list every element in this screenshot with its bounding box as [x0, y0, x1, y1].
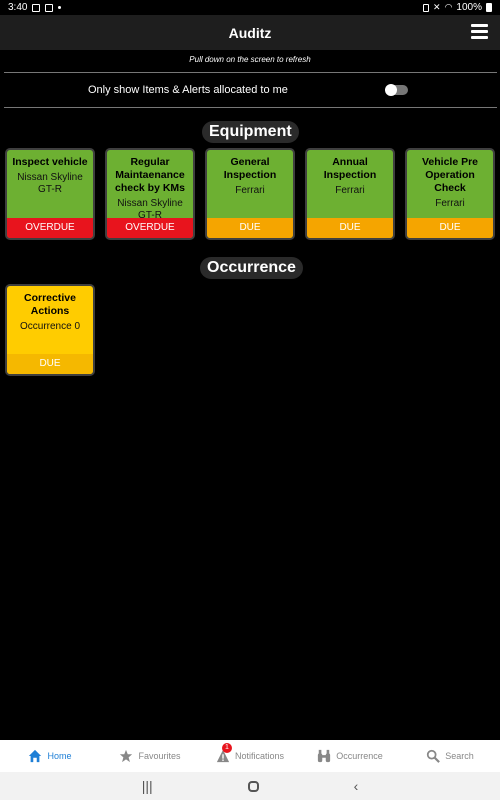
battery-text: 100%	[456, 2, 482, 13]
status-badge: OVERDUE	[7, 218, 93, 238]
nav-favourites[interactable]: Favourites	[100, 740, 200, 772]
notification-badge: 1	[222, 743, 232, 753]
nav-home[interactable]: Home	[0, 740, 100, 772]
status-badge: DUE	[7, 354, 93, 374]
status-time: 3:40	[8, 2, 28, 13]
mute-icon: ✕	[433, 2, 441, 12]
nav-label: Search	[445, 751, 474, 761]
status-badge: DUE	[407, 218, 493, 238]
gallery-icon	[32, 3, 41, 12]
card-title: Regular Maintaenance check by KMs	[114, 156, 186, 194]
allocated-toggle[interactable]	[385, 84, 408, 96]
divider	[4, 107, 497, 108]
card-subtitle: Occurrence 0	[19, 321, 81, 332]
refresh-hint: Pull down on the screen to refresh	[189, 55, 311, 64]
warning-icon	[216, 749, 230, 763]
app-title: Auditz	[228, 24, 272, 41]
filter-row: Only show Items & Alerts allocated to me	[0, 78, 500, 104]
card-title: Inspect vehicle	[12, 156, 88, 168]
card-annual-inspection[interactable]: Annual Inspection Ferrari DUE	[305, 148, 395, 240]
card-title: Corrective Actions	[24, 292, 76, 317]
nav-label: Notifications	[234, 751, 285, 761]
card-vehicle-pre-operation-check[interactable]: Vehicle Pre Operation Check Ferrari DUE	[405, 148, 495, 240]
card-corrective-actions[interactable]: Corrective Actions Occurrence 0 DUE	[5, 284, 95, 376]
card-subtitle: Nissan Skyline GT-R	[117, 198, 183, 221]
card-subtitle: Ferrari	[435, 198, 465, 209]
filter-label: Only show Items & Alerts allocated to me	[88, 84, 288, 96]
nav-occurrence[interactable]: Occurrence	[300, 740, 400, 772]
battery-icon	[486, 3, 492, 12]
toggle-knob	[385, 84, 397, 96]
home-icon	[29, 749, 42, 763]
status-badge: DUE	[207, 218, 293, 238]
card-general-inspection[interactable]: General Inspection Ferrari DUE	[205, 148, 295, 240]
star-icon	[120, 749, 133, 763]
nav-label: Home	[47, 751, 72, 761]
recents-icon[interactable]: |||	[141, 778, 153, 794]
card-title: General Inspection	[223, 156, 277, 181]
home-circle-icon[interactable]	[247, 780, 259, 792]
binoculars-icon	[318, 749, 331, 763]
bottom-nav: Home Favourites 1 Notifications Occurren…	[0, 740, 500, 772]
card-title: Annual Inspection	[323, 156, 377, 181]
status-badge: OVERDUE	[107, 218, 193, 238]
nav-notifications[interactable]: 1 Notifications	[200, 740, 300, 772]
nav-label: Occurrence	[336, 751, 383, 761]
section-title-occurrence: Occurrence	[200, 257, 303, 279]
system-nav-bar: ||| ‹	[0, 772, 500, 800]
card-subtitle: Ferrari	[335, 185, 365, 196]
wifi-icon: ◠	[444, 2, 453, 12]
card-title: Vehicle Pre Operation Check	[421, 156, 479, 194]
card-regular-maintenance[interactable]: Regular Maintaenance check by KMs Nissan…	[105, 148, 195, 240]
back-icon[interactable]: ‹	[353, 778, 359, 794]
card-subtitle: Ferrari	[235, 185, 265, 196]
lock-icon	[423, 3, 430, 12]
nav-search[interactable]: Search	[400, 740, 500, 772]
card-inspect-vehicle[interactable]: Inspect vehicle Nissan Skyline GT-R OVER…	[5, 148, 95, 240]
divider	[4, 72, 497, 73]
app-bar: Auditz	[0, 15, 500, 50]
section-title-equipment: Equipment	[202, 121, 299, 143]
search-icon	[427, 749, 441, 763]
status-badge: DUE	[307, 218, 393, 238]
card-subtitle: Nissan Skyline GT-R	[17, 172, 83, 195]
notification-dot-icon	[58, 6, 62, 9]
status-bar: 3:40 ✕ ◠ 100%	[0, 0, 500, 15]
app-icon	[45, 3, 54, 12]
nav-label: Favourites	[138, 751, 181, 761]
hamburger-menu-icon[interactable]	[471, 24, 488, 39]
